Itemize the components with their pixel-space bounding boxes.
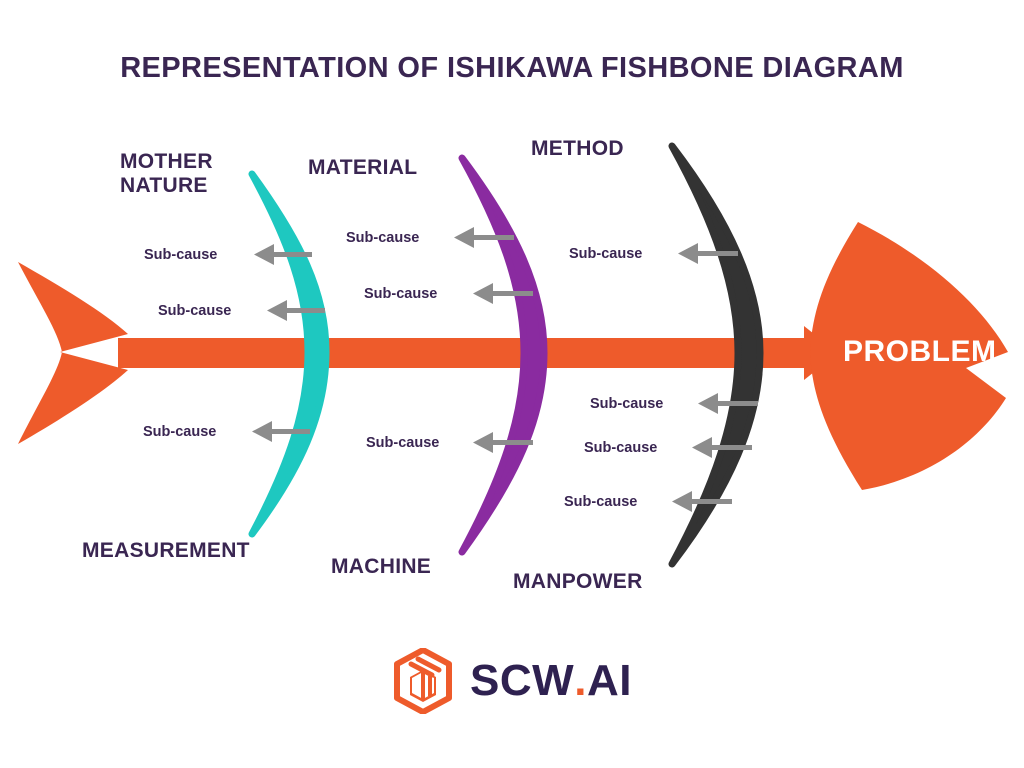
sub-cause-manpower-2: Sub-cause: [584, 440, 658, 456]
bone-method-manpower: [668, 142, 764, 568]
arrow-mach-1: [473, 432, 533, 453]
main-spine: [118, 326, 838, 380]
brand-name-tail: AI: [586, 656, 632, 705]
sub-cause-mother-nature-1: Sub-cause: [144, 247, 218, 263]
sub-cause-manpower-3: Sub-cause: [564, 494, 638, 510]
arrow-mat-2: [473, 283, 533, 304]
category-label-material: MATERIAL: [308, 156, 418, 179]
sub-cause-arrows: [252, 227, 758, 512]
cube-box-icon: [394, 648, 453, 714]
category-label-mother-nature: MOTHER NATURE: [120, 150, 213, 197]
category-label-manpower: MANPOWER: [513, 570, 643, 593]
arrow-manp-1: [698, 393, 758, 414]
brand-name-accent: .: [574, 656, 587, 705]
problem-head: [810, 222, 1008, 490]
arrow-meth-1: [678, 243, 738, 264]
brand-logo: SCW.AI: [0, 648, 1024, 714]
arrow-manp-2: [692, 437, 752, 458]
sub-cause-material-2: Sub-cause: [364, 286, 438, 302]
bone-mother-nature-measurement: [248, 170, 330, 538]
arrow-meas-1: [252, 421, 310, 442]
category-label-machine: MACHINE: [331, 555, 432, 578]
brand-name-main: SCW: [470, 656, 575, 705]
arrow-mn-2: [267, 300, 325, 321]
arrow-manp-3: [672, 491, 732, 512]
sub-cause-mother-nature-2: Sub-cause: [158, 303, 232, 319]
sub-cause-method-1: Sub-cause: [569, 246, 643, 262]
category-label-method: METHOD: [531, 137, 624, 160]
arrow-mn-1: [254, 244, 312, 265]
sub-cause-material-1: Sub-cause: [346, 230, 420, 246]
sub-cause-measurement-1: Sub-cause: [143, 424, 217, 440]
arrow-mat-1: [454, 227, 514, 248]
problem-label: PROBLEM: [843, 335, 997, 368]
page-title: REPRESENTATION OF ISHIKAWA FISHBONE DIAG…: [120, 52, 904, 84]
sub-cause-machine-1: Sub-cause: [366, 435, 440, 451]
fish-tail: [18, 262, 128, 444]
category-label-measurement: MEASUREMENT: [82, 539, 250, 562]
brand-wordmark: SCW.AI: [470, 659, 632, 703]
sub-cause-manpower-1: Sub-cause: [590, 396, 664, 412]
